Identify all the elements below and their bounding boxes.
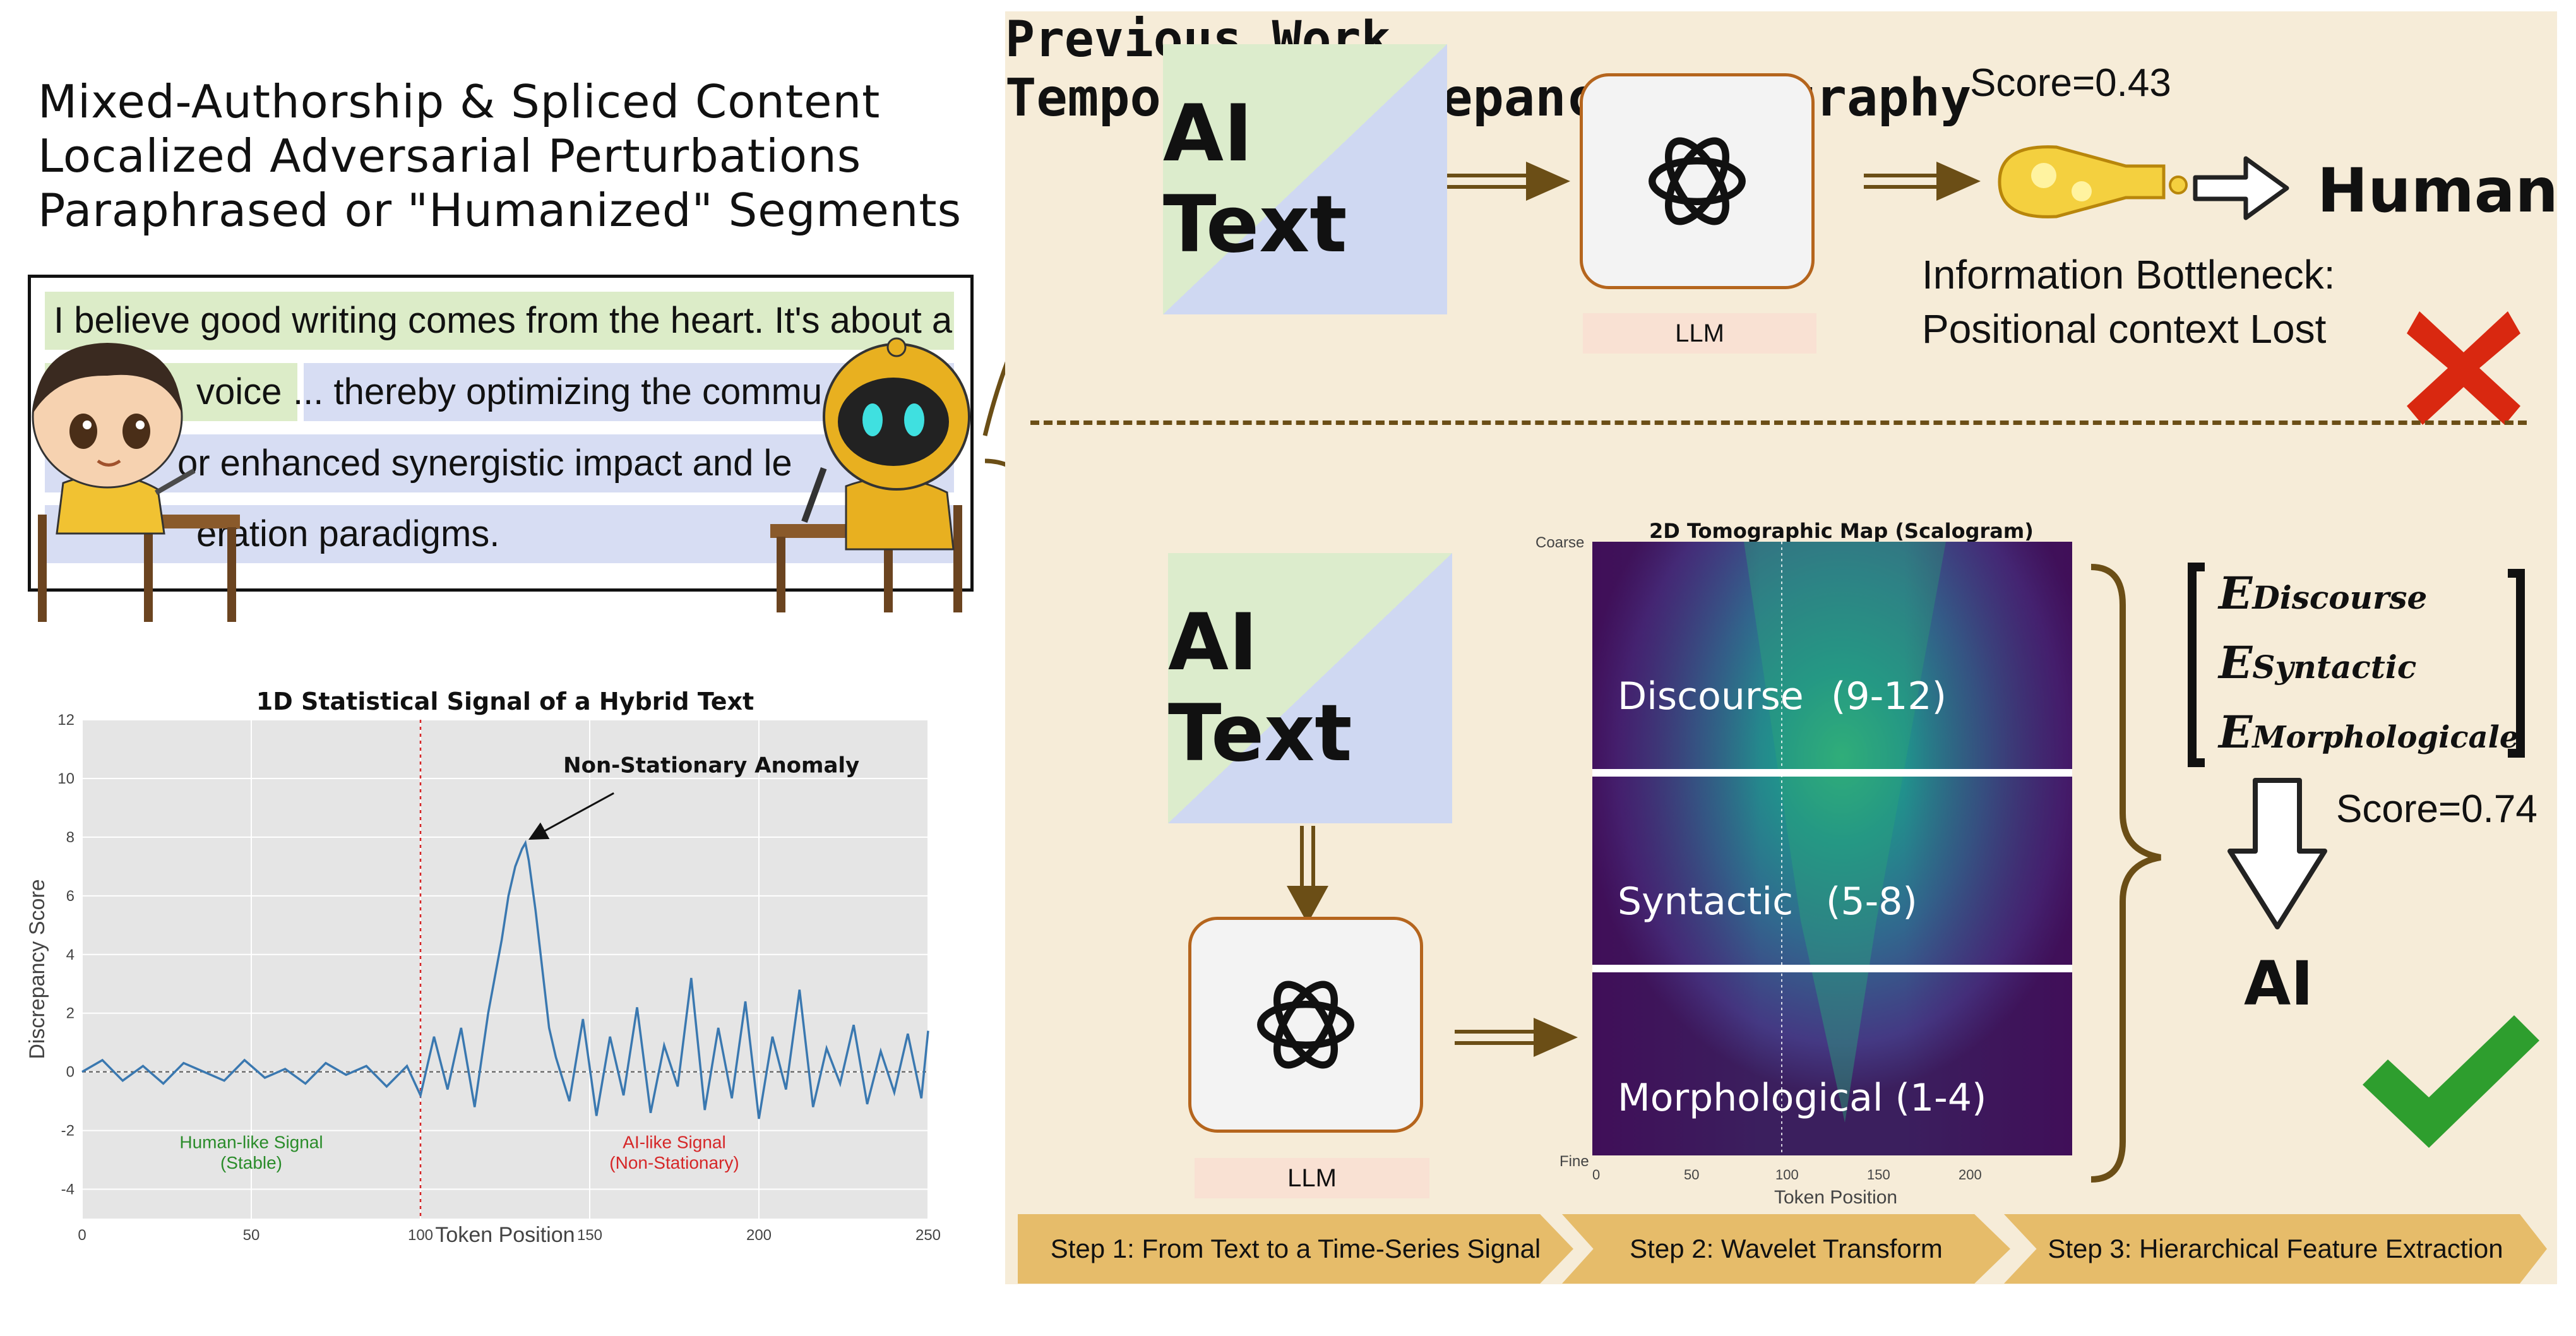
hollow-arrow-icon [2193,156,2289,220]
anomaly-annotation: Non-Stationary Anomaly [563,753,859,778]
human-highlight [45,292,954,350]
chart-title: 1D Statistical Signal of a Hybrid Text [256,688,754,715]
example-line: voice [196,371,282,412]
y-axis-label: Discrepancy Score [25,879,49,1059]
tdt-result: AI [2244,948,2314,1019]
issue-list: Mixed-Authorship & Spliced Content Local… [38,75,985,237]
y-tick-label: -2 [61,1123,75,1140]
llm-label-bottom: LLM [1195,1158,1429,1198]
previous-result: Human [2317,155,2558,226]
issue-item: Localized Adversarial Perturbations [38,129,862,182]
ai-text-tile-bottom: AI Text [1168,553,1452,823]
x-tick-label: 250 [915,1227,941,1244]
example-line: I believe good writing comes from the he… [54,300,953,341]
band-syntactic-range: (5-8) [1826,880,1917,924]
issue-item: Mixed-Authorship & Spliced Content [38,75,881,128]
y-tick-label: 12 [57,712,75,729]
signal-series [81,840,929,1119]
scalogram-title: 2D Tomographic Map (Scalogram) [1649,519,2034,543]
llm-box-bottom [1188,917,1423,1133]
checkmark-icon [2363,1015,2539,1148]
ai-text-label: AI Text [1168,597,1352,779]
y-tick-label: -4 [61,1181,75,1198]
bottleneck-bottle-icon [1998,145,2166,218]
y-tick-label: 2 [66,1005,75,1022]
feature-morphological: EMorphologicale [2219,706,2519,758]
x-tick-label: 200 [746,1227,772,1244]
double-arrow-2 [1864,162,1981,201]
robot-writer-illustration [770,337,970,612]
ai-highlight [45,434,954,492]
hollow-down-arrow-icon [2227,778,2327,929]
step-1: Step 1: From Text to a Time-Series Signa… [1018,1214,1573,1284]
scale-fine-label: Fine [1559,1153,1589,1170]
ai-signal-label: AI-like Signal [623,1132,725,1152]
llm-box-top [1580,73,1815,289]
previous-score: Score=0.43 [1970,61,2171,105]
issue-item: Paraphrased or "Humanized" Segments [38,184,962,237]
plot-area [82,720,928,1219]
feature-vector [2188,563,2525,767]
band-discourse: Discourse [1618,674,1804,719]
down-arrow-1 [1287,826,1328,924]
y-tick-label: 6 [66,888,75,905]
step-3: Step 3: Hierarchical Feature Extraction [2004,1214,2547,1284]
example-line: or enhanced synergistic impact and le [177,443,792,484]
signal-chart: 1D Statistical Signal of a Hybrid Text 0… [25,688,941,1244]
bottleneck-dot-icon [2169,176,2188,194]
band-discourse-range: (9-12) [1831,674,1947,719]
scale-coarse-label: Coarse [1535,534,1585,551]
ai-text-tile-top: AI Text [1163,44,1447,314]
human-writer-illustration [32,343,240,622]
human-signal-sublabel: (Stable) [220,1153,282,1172]
tdt-score: Score=0.74 [2336,787,2537,831]
method-comparison-panel: AI Text LLM Score=0.43 Human Information… [1005,11,2558,1284]
anomaly-arrow [528,792,614,840]
bottleneck-note-1: Information Bottleneck: [1922,252,2335,297]
x-tick-label: 0 [78,1227,86,1244]
y-tick-label: 10 [57,770,75,787]
ai-text-label: AI Text [1163,88,1347,270]
bottleneck-note-2: Positional context Lost [1922,306,2327,352]
step-2: Step 2: Wavelet Transform [1562,1214,2010,1284]
ai-signal-sublabel: (Non-Stationary) [609,1153,739,1172]
x-tick-label: 150 [577,1227,602,1244]
x-tick-label: 50 [243,1227,260,1244]
x-axis-label: Token Position [435,1223,575,1244]
band-morphological: Morphological (1-4) [1618,1076,1987,1120]
y-tick-label: 0 [66,1064,75,1081]
feature-syntactic: ESyntactic [2219,636,2417,689]
double-arrow-3 [1455,1018,1578,1057]
curly-brace [2090,564,2161,1183]
chart-ticks: 0 50 100 150 200 250 -4 -2 0 2 4 6 8 10 12 [57,712,941,1244]
example-line: ... thereby optimizing the commu [293,371,823,412]
human-signal-label: Human-like Signal [179,1132,323,1152]
section-divider [1030,420,2527,425]
example-line: eration paradigms. [196,513,500,554]
openai-logo-icon [1257,981,1354,1069]
x-tick-label: 100 [408,1227,433,1244]
feature-discourse: EDiscourse [2219,567,2428,619]
band-syntactic: Syntactic [1618,880,1794,924]
openai-logo-icon [1649,137,1746,225]
scalogram-map [1592,542,2072,1155]
cross-icon [2407,311,2520,425]
double-arrow-1 [1447,162,1570,201]
y-tick-label: 4 [66,946,75,963]
scalogram-xlabel: Token Position [1774,1187,1898,1208]
y-tick-label: 8 [66,829,75,846]
llm-label-top: LLM [1583,313,1816,354]
